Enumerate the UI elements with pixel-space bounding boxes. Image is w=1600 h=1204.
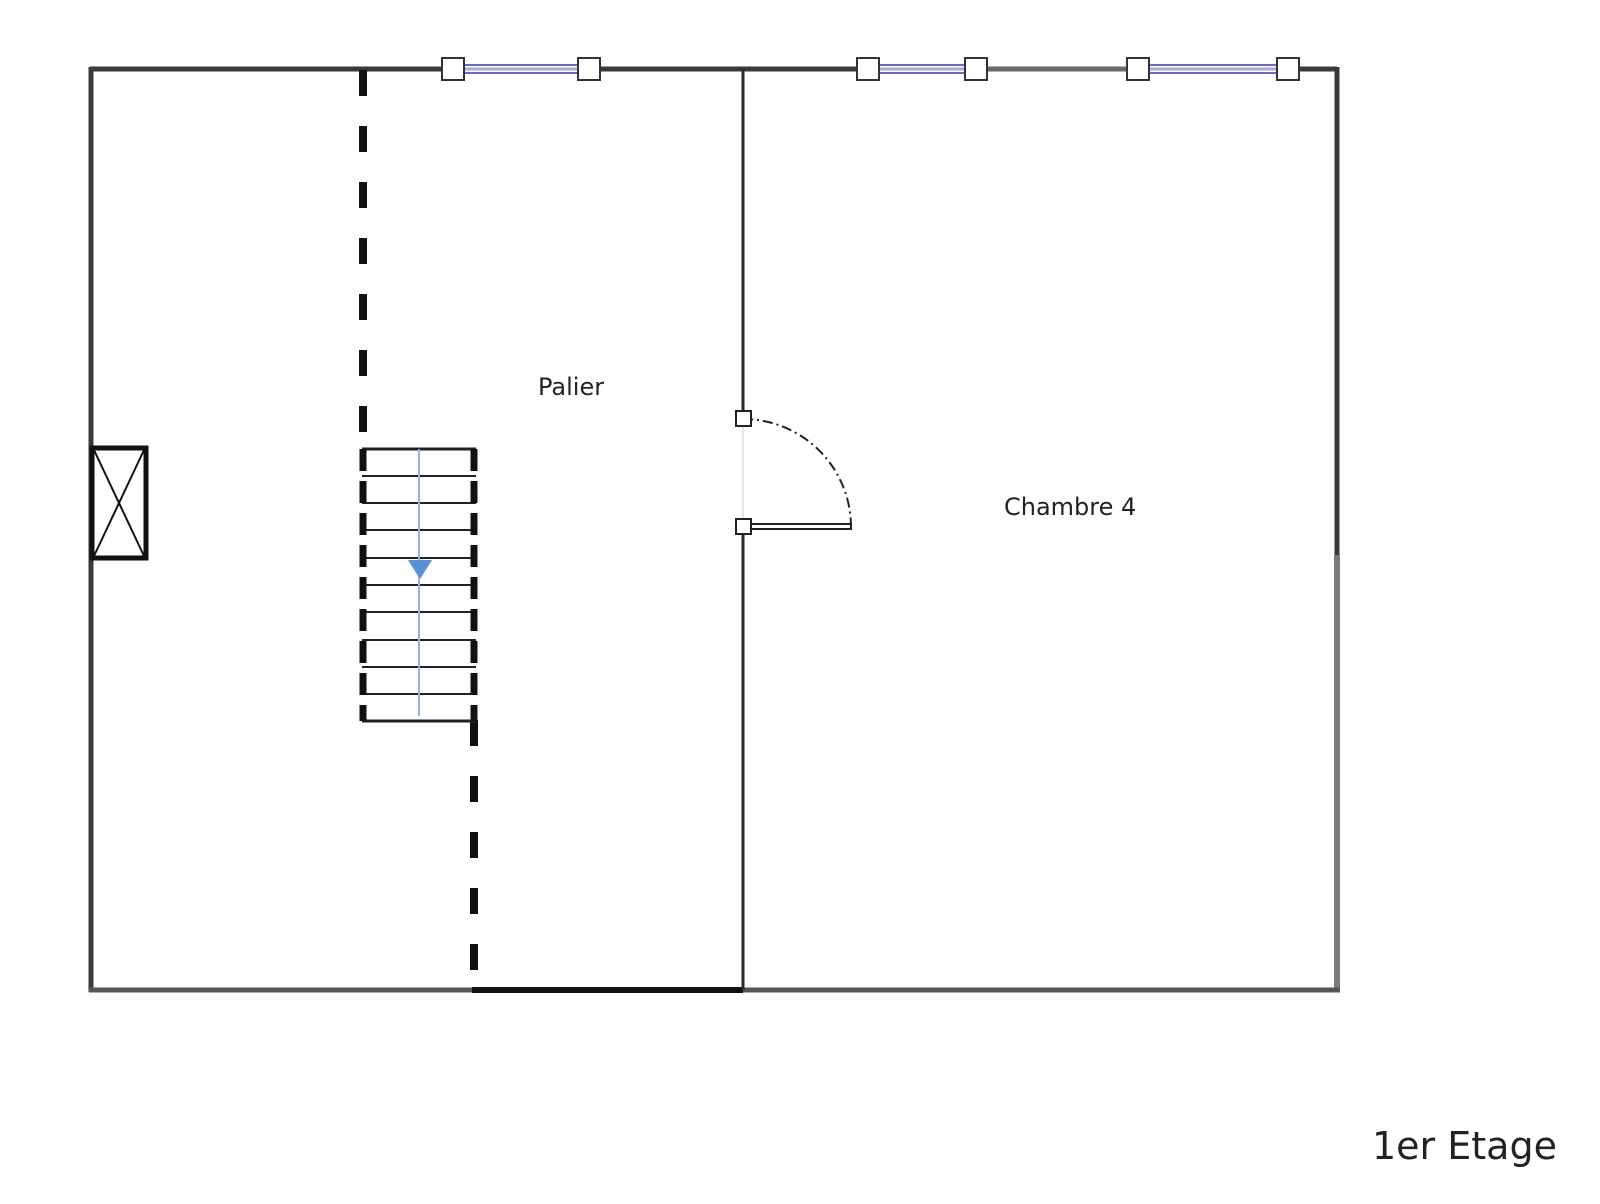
window-2[interactable] (856, 57, 988, 81)
door[interactable] (735, 410, 852, 535)
shaft-opening-symbol (89, 445, 149, 561)
door-jamb-top (735, 410, 752, 427)
stair-direction-arrow-icon (408, 560, 432, 579)
floor-level-label: 1er Etage (1372, 1124, 1557, 1168)
window-3-end-right (1276, 57, 1300, 81)
window-1[interactable] (441, 57, 601, 81)
door-swing-arc (742, 418, 852, 528)
window-2-end-left (856, 57, 880, 81)
window-1-end-left (441, 57, 465, 81)
room-label-chambre-4: Chambre 4 (1004, 493, 1136, 521)
door-jamb-bottom (735, 518, 752, 535)
window-3-end-left (1126, 57, 1150, 81)
stair-opening-lines (359, 70, 478, 985)
staircase[interactable] (359, 447, 478, 723)
window-1-end-right (577, 57, 601, 81)
window-3[interactable] (1126, 57, 1300, 81)
window-2-end-right (964, 57, 988, 81)
shaft-cross-b (93, 449, 145, 557)
stair-stringers (359, 449, 478, 721)
room-label-palier: Palier (538, 373, 604, 401)
door-leaf (742, 523, 852, 530)
exterior-walls (88, 66, 1340, 993)
